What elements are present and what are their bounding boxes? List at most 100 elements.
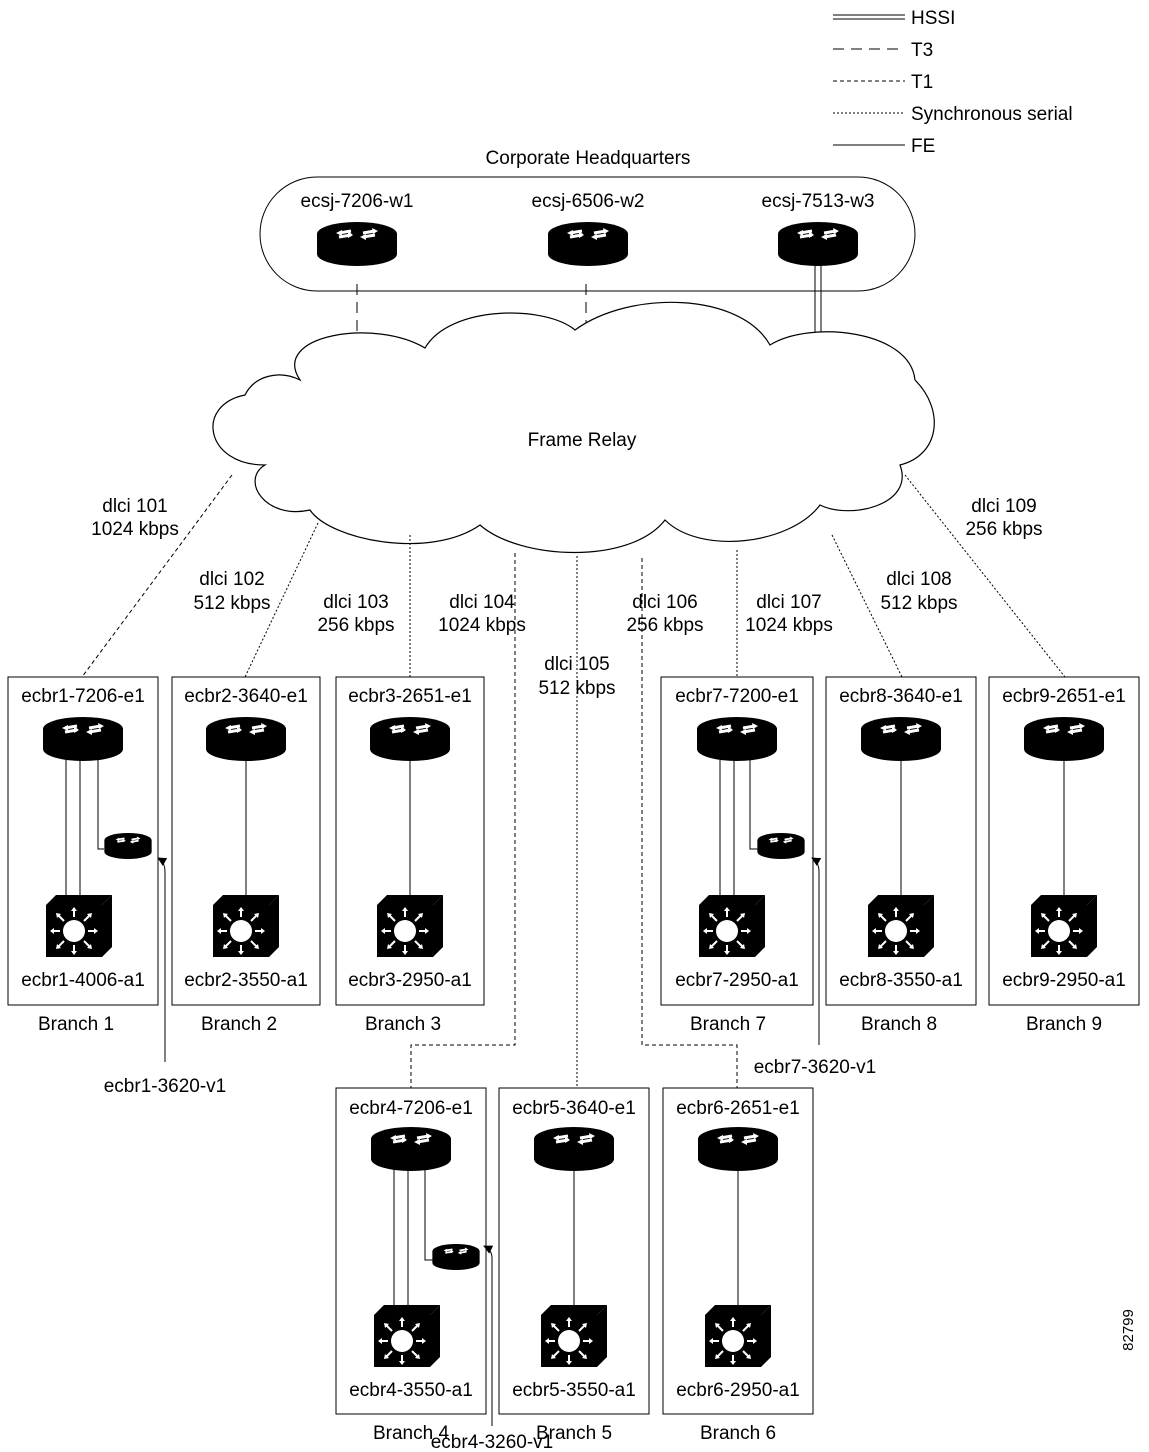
rate-label: 256 kbps — [626, 615, 703, 636]
router-icon — [778, 222, 858, 266]
branch-name: Branch 3 — [365, 1014, 441, 1035]
switch-icon — [699, 895, 765, 957]
legend-hssi-label: HSSI — [911, 8, 955, 29]
rate-label: 512 kbps — [880, 593, 957, 614]
switch-icon — [213, 895, 279, 957]
switch-icon — [1031, 895, 1097, 957]
voice-router-label-2: ecbr7-3620-v1 — [754, 1057, 877, 1078]
rate-label: 1024 kbps — [91, 519, 179, 540]
dlci-label: dlci 102 — [199, 569, 265, 590]
branch-switch-label: ecbr1-4006-a1 — [21, 970, 145, 991]
dlci-label: dlci 101 — [102, 496, 168, 517]
router-icon — [1024, 717, 1104, 761]
branch-9: ecbr9-2651-e1 ecbr9-2950-a1 Branch 9 — [988, 676, 1140, 1035]
hq-enclosure — [259, 176, 916, 292]
router-icon — [534, 1127, 614, 1171]
branch-router-label: ecbr8-3640-e1 — [839, 686, 963, 707]
router-icon — [757, 833, 805, 859]
branch-name: Branch 8 — [861, 1014, 937, 1035]
dlci-label: dlci 109 — [971, 496, 1037, 517]
switch-icon — [705, 1305, 771, 1367]
branch-switch-label: ecbr3-2950-a1 — [348, 970, 472, 991]
branch-router-label: ecbr4-7206-e1 — [349, 1098, 473, 1119]
branch-router-label: ecbr3-2651-e1 — [348, 686, 472, 707]
branch-switch-label: ecbr9-2950-a1 — [1002, 970, 1126, 991]
voice-router-label-1: ecbr1-3620-v1 — [104, 1076, 227, 1097]
sync-link — [244, 522, 319, 678]
branch-switch-label: ecbr8-3550-a1 — [839, 970, 963, 991]
branch-8: ecbr8-3640-e1 ecbr8-3550-a1 Branch 8 — [825, 676, 977, 1035]
router-icon — [371, 1127, 451, 1171]
dlci-label: dlci 107 — [756, 592, 822, 613]
dlci-label: dlci 108 — [886, 569, 952, 590]
callout-arrow — [157, 857, 168, 1062]
dlci-label: dlci 104 — [449, 592, 515, 613]
branch-1: ecbr1-7206-e1 ecbr1-4006-a1 Branch 1 — [7, 676, 159, 1035]
rate-label: 512 kbps — [193, 593, 270, 614]
branch-5: ecbr5-3640-e1 ecbr5-3550-a1 Branch 5 — [498, 1087, 650, 1444]
voice-router-label-3: ecbr4-3260-v1 — [431, 1432, 554, 1452]
router-icon — [548, 222, 628, 266]
router-icon — [206, 717, 286, 761]
branch-router-label: ecbr6-2651-e1 — [676, 1098, 800, 1119]
branch-name: Branch 7 — [690, 1014, 766, 1035]
branch-router-label: ecbr2-3640-e1 — [184, 686, 308, 707]
switch-icon — [541, 1305, 607, 1367]
branch-switch-label: ecbr5-3550-a1 — [512, 1380, 636, 1401]
rate-label: 256 kbps — [965, 519, 1042, 540]
frame-relay-label: Frame Relay — [528, 430, 637, 451]
branch-switch-label: ecbr2-3550-a1 — [184, 970, 308, 991]
switch-icon — [46, 895, 112, 957]
branch-6: ecbr6-2651-e1 ecbr6-2950-a1 Branch 6 — [662, 1087, 814, 1444]
branch-3: ecbr3-2651-e1 ecbr3-2950-a1 Branch 3 — [335, 676, 485, 1035]
legend: HSSI T3 T1 Synchronous serial FE — [833, 8, 1073, 157]
sync-link — [904, 474, 1066, 678]
branch-name: Branch 2 — [201, 1014, 277, 1035]
router-icon — [370, 717, 450, 761]
legend-fe-label: FE — [911, 136, 935, 157]
branch-name: Branch 9 — [1026, 1014, 1102, 1035]
t1-link — [641, 558, 738, 1088]
branch-2: ecbr2-3640-e1 ecbr2-3550-a1 Branch 2 — [171, 676, 321, 1035]
hq-router-label-1: ecsj-7206-w1 — [301, 191, 414, 212]
router-icon — [861, 717, 941, 761]
rate-label: 512 kbps — [538, 678, 615, 699]
switch-icon — [868, 895, 934, 957]
hq-router-label-3: ecsj-7513-w3 — [762, 191, 875, 212]
hq-title: Corporate Headquarters — [486, 148, 691, 169]
branch-name: Branch 4 — [373, 1423, 449, 1444]
callout-arrow — [811, 857, 822, 1045]
branch-7: ecbr7-7200-e1 ecbr7-2950-a1 Branch 7 — [660, 676, 814, 1035]
branch-router-label: ecbr7-7200-e1 — [675, 686, 799, 707]
branch-switch-label: ecbr7-2950-a1 — [675, 970, 799, 991]
switch-icon — [377, 895, 443, 957]
branch-switch-label: ecbr4-3550-a1 — [349, 1380, 473, 1401]
branch-4: ecbr4-7206-e1 ecbr4-3550-a1 Branch 4 — [335, 1087, 487, 1444]
t1-link — [410, 553, 516, 1088]
legend-t3-label: T3 — [911, 40, 933, 61]
legend-sync-label: Synchronous serial — [911, 104, 1073, 125]
rate-label: 256 kbps — [317, 615, 394, 636]
dlci-label: dlci 105 — [544, 654, 610, 675]
branch-name: Branch 6 — [700, 1423, 776, 1444]
branch-name: Branch 1 — [38, 1014, 114, 1035]
hq-router-label-2: ecsj-6506-w2 — [532, 191, 645, 212]
branch-name: Branch 5 — [536, 1423, 612, 1444]
dlci-label: dlci 106 — [632, 592, 698, 613]
branch-router-label: ecbr1-7206-e1 — [21, 686, 145, 707]
figure-id: 82799 — [1120, 1309, 1137, 1351]
router-icon — [317, 222, 397, 266]
legend-t1-label: T1 — [911, 72, 933, 93]
branch-router-label: ecbr9-2651-e1 — [1002, 686, 1126, 707]
router-icon — [698, 1127, 778, 1171]
router-icon — [432, 1244, 480, 1270]
router-icon — [104, 833, 152, 859]
router-icon — [43, 717, 123, 761]
router-icon — [697, 717, 777, 761]
rate-label: 1024 kbps — [745, 615, 833, 636]
branch-switch-label: ecbr6-2950-a1 — [676, 1380, 800, 1401]
callout-arrow — [483, 1245, 494, 1426]
switch-icon — [374, 1305, 440, 1367]
rate-label: 1024 kbps — [438, 615, 526, 636]
